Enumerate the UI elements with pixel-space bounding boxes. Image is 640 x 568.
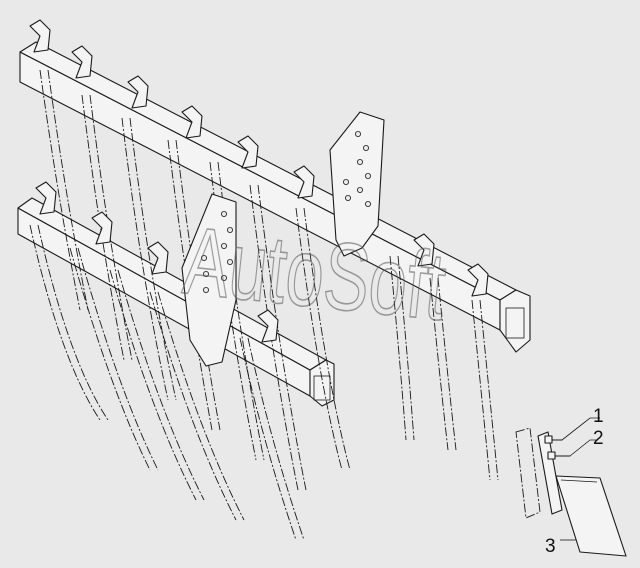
bracket-lower — [181, 193, 237, 367]
lower-clamps — [35, 181, 279, 343]
callout-2: 2 — [593, 428, 604, 449]
lower-beam — [17, 197, 335, 407]
callout-leaders — [560, 417, 600, 541]
plate-part-3 — [555, 475, 627, 557]
callout-3: 3 — [545, 536, 556, 557]
detail-assembly — [515, 427, 627, 557]
callout-1: 1 — [593, 406, 604, 427]
lower-tines — [29, 224, 305, 541]
bolt-part-2 — [547, 451, 571, 460]
bolt-part-1 — [544, 435, 563, 444]
bracket-upper — [329, 111, 385, 257]
upper-clamps — [29, 19, 489, 297]
